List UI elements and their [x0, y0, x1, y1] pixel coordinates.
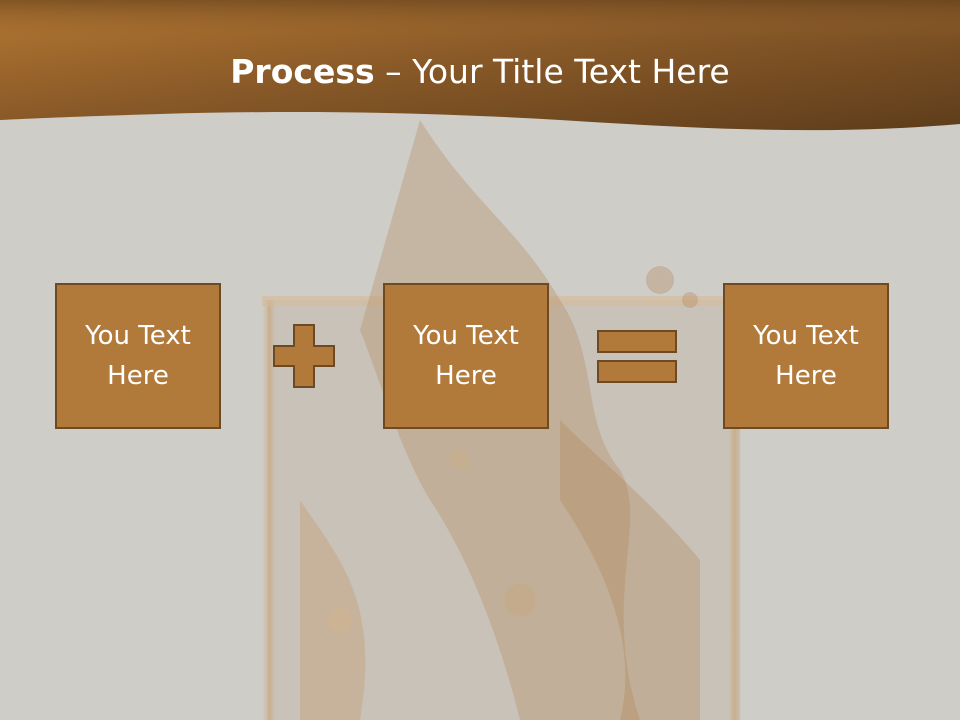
step-box-1-label: You Text Here [85, 321, 191, 391]
plus-icon [273, 324, 335, 388]
step-box-2-label: You Text Here [413, 321, 519, 391]
step-box-3: You Text Here [723, 283, 889, 429]
title-bold: Process [230, 52, 375, 91]
step-box-1: You Text Here [55, 283, 221, 429]
slide-title: Process – Your Title Text Here [0, 52, 960, 91]
step-box-3-label: You Text Here [753, 321, 859, 391]
step-box-2: You Text Here [383, 283, 549, 429]
equals-icon [597, 330, 677, 383]
title-rest: – Your Title Text Here [374, 52, 730, 91]
